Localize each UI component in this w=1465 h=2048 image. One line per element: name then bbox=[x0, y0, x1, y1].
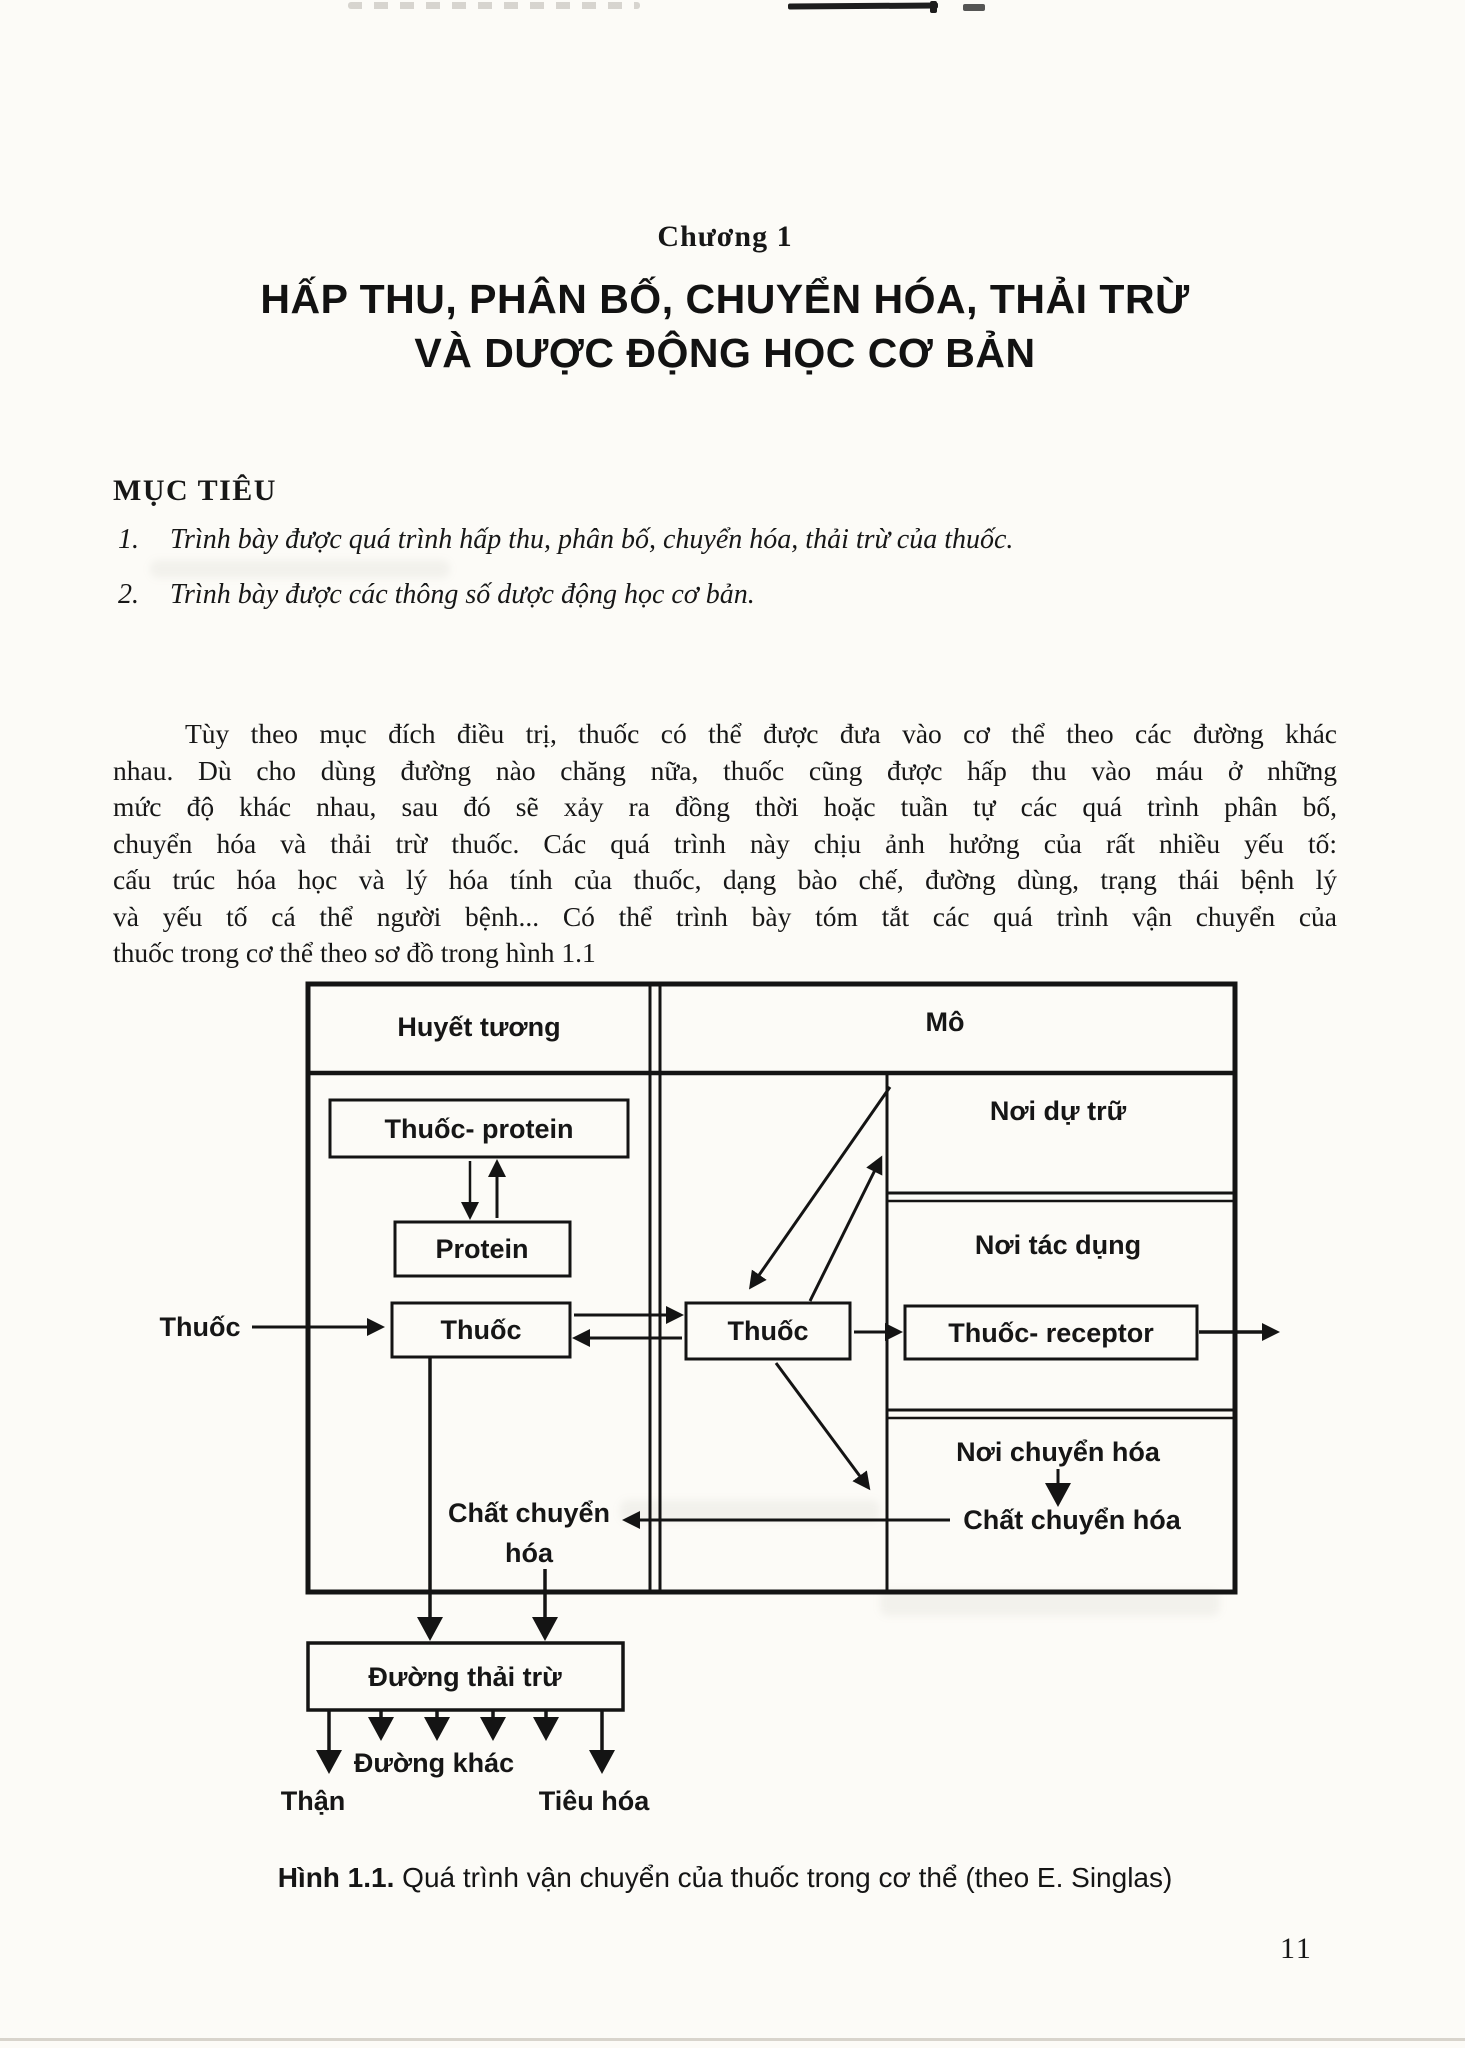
metabolite-plasma-label: hóa bbox=[505, 1538, 554, 1568]
scan-artifact bbox=[348, 2, 640, 9]
drug-protein-box bbox=[328, 1098, 630, 1159]
drug-transport-diagram: Huyết tương Mô Thuốc- protein Protein Th… bbox=[160, 981, 1280, 1816]
chapter-label: Chương 1 bbox=[657, 220, 793, 253]
body-paragraph: Tùy theo mục đích điều trị, thuốc có thể… bbox=[113, 716, 1337, 972]
drug-plasma-label: Thuốc bbox=[441, 1315, 522, 1345]
other-routes-label: Đường khác bbox=[354, 1748, 514, 1778]
scan-page-edge bbox=[0, 2038, 1465, 2041]
paragraph-line: và yếu tố cá thể người bệnh... Có thể tr… bbox=[113, 900, 1337, 932]
excretion-route-label: Đường thải trừ bbox=[368, 1662, 562, 1692]
metabolism-site-label: Nơi chuyển hóa bbox=[956, 1437, 1161, 1467]
figure-caption: Hình 1.1. Quá trình vận chuyển của thuốc… bbox=[113, 1862, 1337, 1894]
metabolite-plasma-label: Chất chuyển bbox=[448, 1498, 610, 1528]
figure-caption-text: Quá trình vận chuyển của thuốc trong cơ … bbox=[402, 1862, 1173, 1893]
paragraph-line: nhau. Dù cho dùng đường nào chăng nữa, t… bbox=[113, 754, 1337, 786]
paragraph-line: Tùy theo mục đích điều trị, thuốc có thể… bbox=[185, 718, 1337, 749]
objective-item: 2. Trình bày được các thông số dược động… bbox=[118, 579, 1342, 611]
protein-label: Protein bbox=[435, 1234, 528, 1264]
tissue-header-label: Mô bbox=[926, 1007, 965, 1037]
objective-text: Trình bày được các thông số dược động họ… bbox=[170, 579, 755, 610]
objective-number: 1. bbox=[118, 524, 139, 555]
digestive-label: Tiêu hóa bbox=[539, 1786, 651, 1816]
excretion-route-box bbox=[306, 1641, 625, 1712]
page-number: 11 bbox=[1280, 1932, 1313, 1965]
page-title-line2: VÀ DƯỢC ĐỘNG HỌC CƠ BẢN bbox=[414, 330, 1036, 376]
diagram-outer-frame bbox=[305, 981, 1238, 1595]
paragraph-line: chuyển hóa và thải trừ thuốc. Các quá tr… bbox=[113, 827, 1337, 859]
objective-text: Trình bày được quá trình hấp thu, phân b… bbox=[170, 524, 1014, 555]
protein-box bbox=[393, 1220, 572, 1278]
drug-tissue-label: Thuốc bbox=[728, 1316, 809, 1346]
metabolite-tissue-label: Chất chuyển hóa bbox=[963, 1505, 1182, 1535]
arrow-drug-to-storage bbox=[808, 1155, 883, 1302]
scan-artifact bbox=[930, 1, 937, 13]
paragraph-line: mức độ khác nhau, sau đó sẽ xảy ra đồng … bbox=[113, 791, 1337, 822]
paragraph-line: cấu trúc hóa học và lý hóa tính của thuố… bbox=[113, 864, 1337, 895]
drug-external-label: Thuốc bbox=[160, 1312, 241, 1342]
storage-site-label: Nơi dự trữ bbox=[990, 1096, 1127, 1126]
objective-item: 1. Trình bày được quá trình hấp thu, phâ… bbox=[118, 524, 1342, 556]
page-title: HẤP THU, PHÂN BỐ, CHUYỂN HÓA, THẢI TRỪ V… bbox=[90, 272, 1360, 380]
page-title-line1: HẤP THU, PHÂN BỐ, CHUYỂN HÓA, THẢI TRỪ bbox=[260, 276, 1190, 322]
drug-receptor-label: Thuốc- receptor bbox=[948, 1318, 1154, 1348]
drug-box-tissue bbox=[684, 1301, 852, 1361]
scan-artifact bbox=[963, 4, 985, 11]
arrow-drug-to-metabolism bbox=[774, 1362, 871, 1491]
kidney-label: Thận bbox=[281, 1786, 346, 1816]
figure-caption-number: Hình 1.1. bbox=[277, 1862, 395, 1893]
action-site-label: Nơi tác dụng bbox=[975, 1230, 1141, 1260]
objectives-list: 1. Trình bày được quá trình hấp thu, phâ… bbox=[118, 524, 1342, 634]
arrow-storage-to-drug bbox=[748, 1086, 892, 1290]
objective-number: 2. bbox=[118, 579, 139, 610]
plasma-header-label: Huyết tương bbox=[397, 1012, 560, 1042]
scan-artifact bbox=[787, 2, 939, 10]
objectives-heading: MỤC TIÊU bbox=[113, 474, 277, 507]
drug-receptor-box bbox=[903, 1304, 1199, 1361]
paragraph-line: thuốc trong cơ thể theo sơ đồ trong hình… bbox=[113, 937, 596, 968]
drug-protein-label: Thuốc- protein bbox=[385, 1114, 574, 1144]
drug-box-plasma bbox=[390, 1301, 572, 1359]
